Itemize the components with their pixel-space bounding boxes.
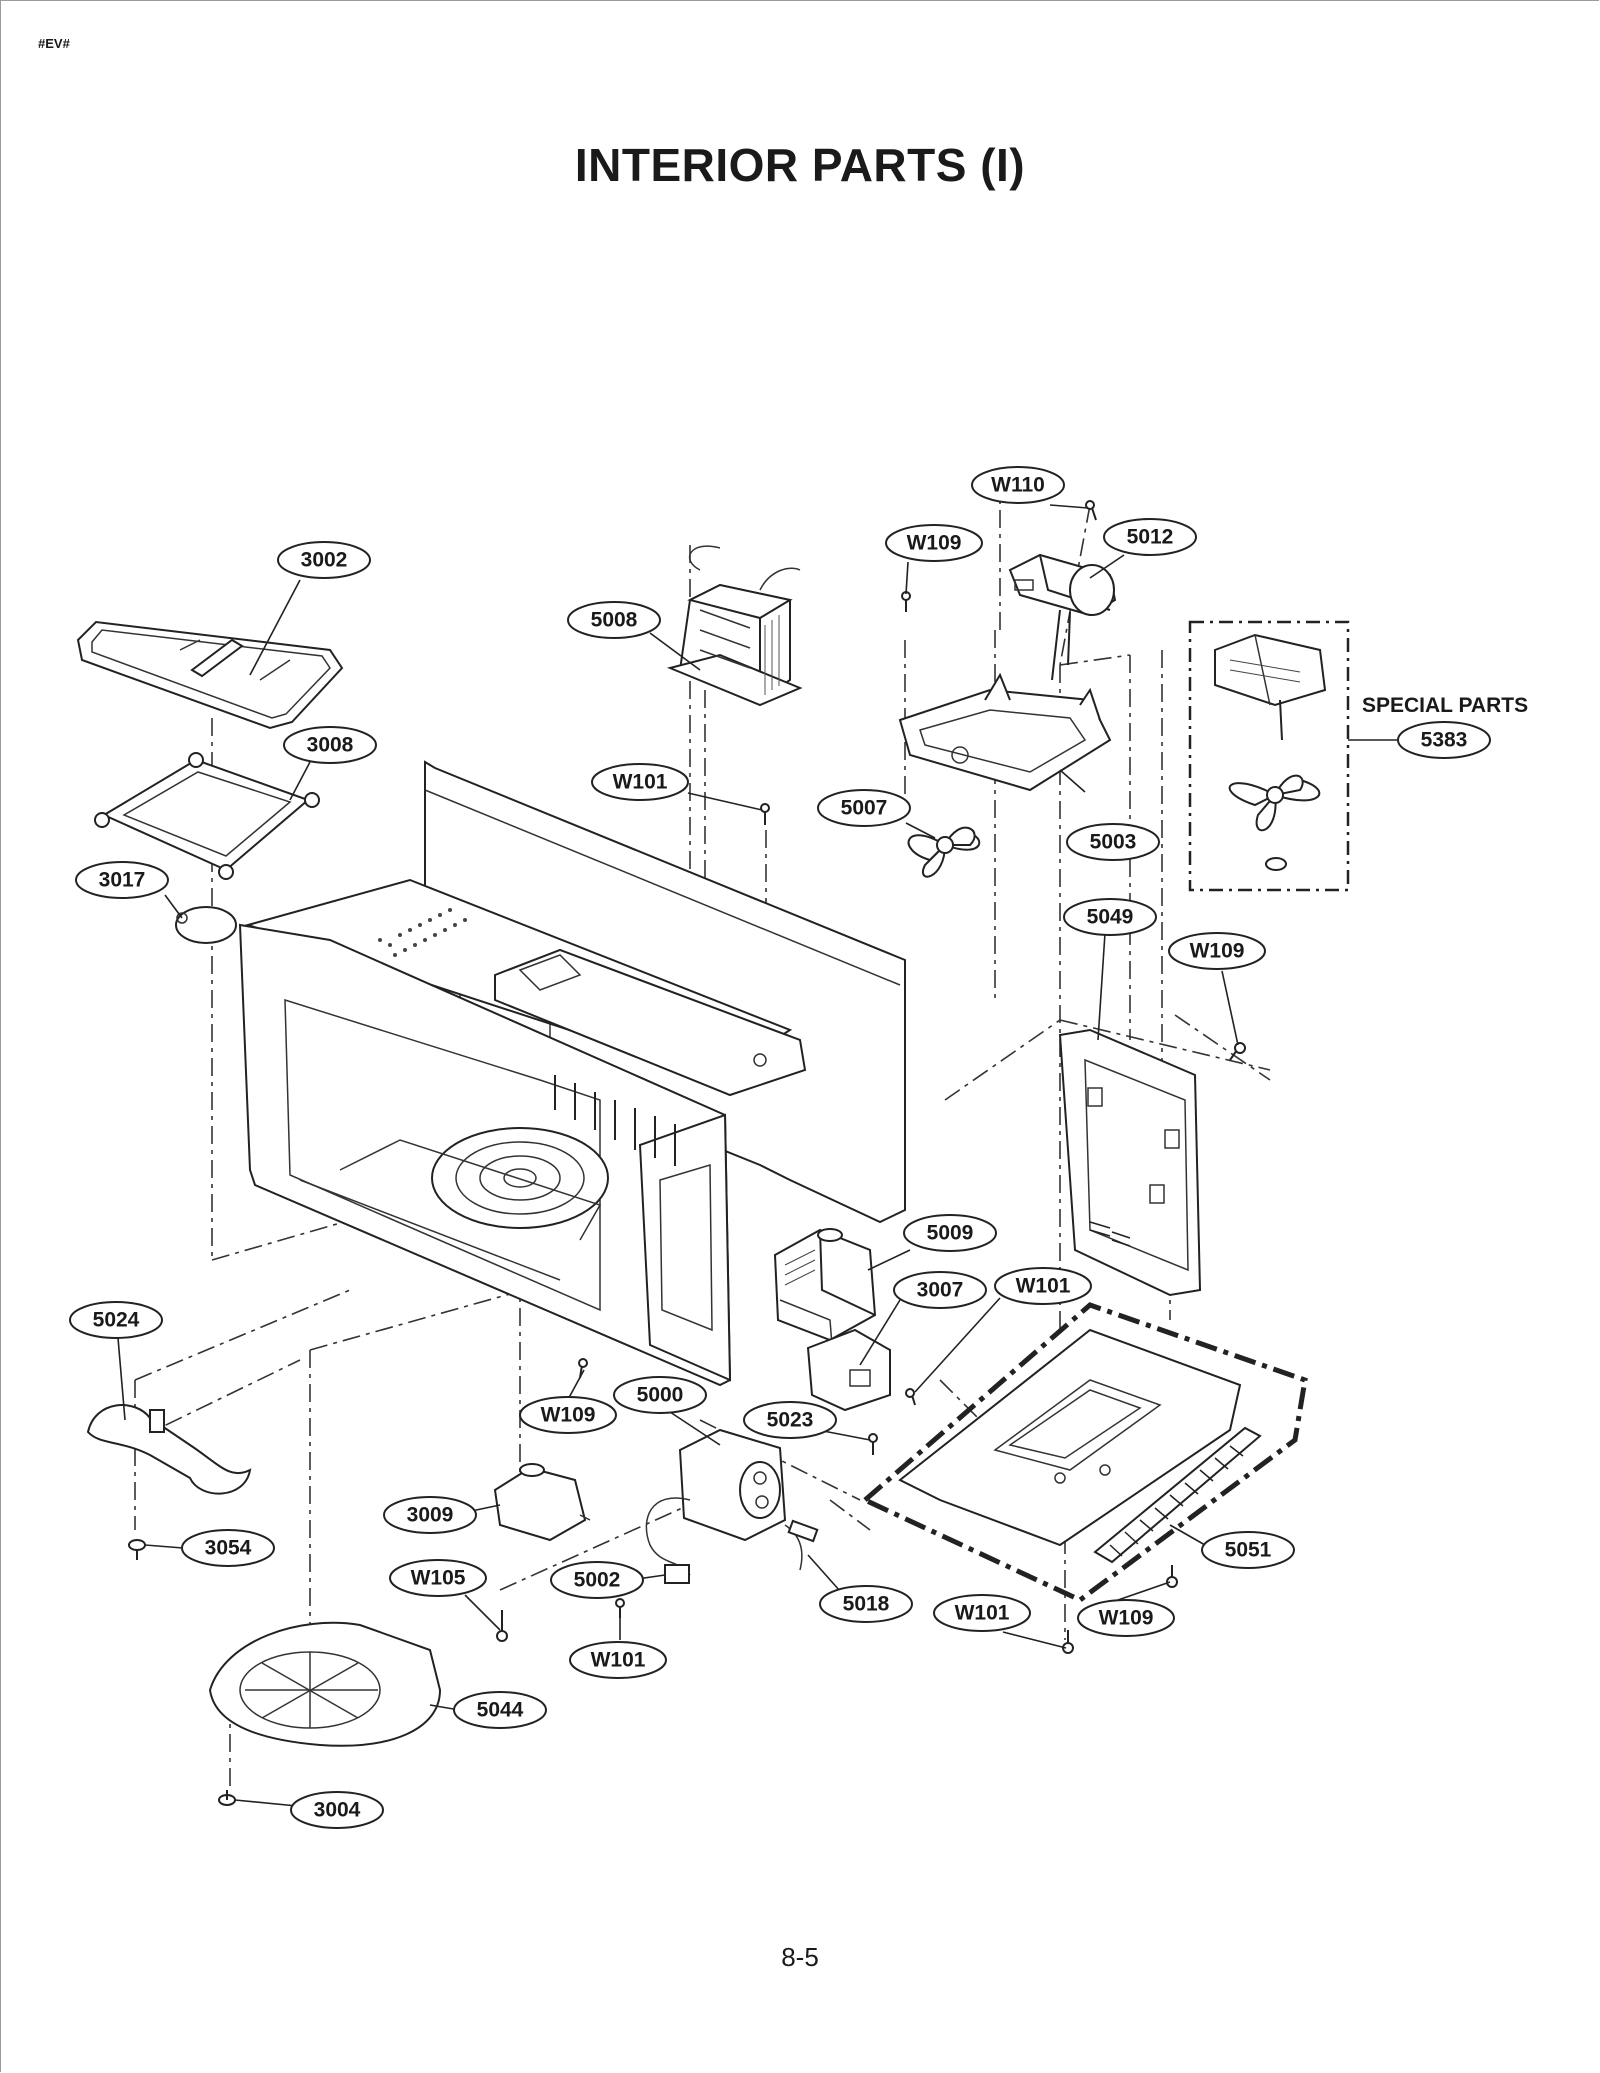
callout-5000: 5000 (613, 1376, 707, 1414)
callout-5024: 5024 (69, 1301, 163, 1339)
svg-text:5051: 5051 (1225, 1539, 1272, 1562)
fastener-3054 (128, 1539, 146, 1560)
special-parts-label: SPECIAL PARTS (1362, 694, 1528, 717)
callout-5002: 5002 (550, 1561, 644, 1599)
callout-5051: 5051 (1201, 1531, 1295, 1569)
callout-3002: 3002 (277, 541, 371, 579)
svg-text:W101: W101 (1016, 1275, 1071, 1298)
svg-text:5008: 5008 (591, 609, 638, 632)
callout-3017: 3017 (75, 861, 169, 899)
callout-w101-a: W101 (591, 763, 689, 801)
callout-5049: 5049 (1063, 898, 1157, 936)
special-parts-box: SPECIAL PARTS (1188, 620, 1528, 892)
callout-w101-b: W101 (994, 1267, 1092, 1305)
svg-text:W109: W109 (1190, 940, 1245, 963)
vent-grid-left (378, 908, 467, 957)
svg-text:W101: W101 (613, 771, 668, 794)
callout-5008: 5008 (567, 601, 661, 639)
callout-5044: 5044 (453, 1691, 547, 1729)
callout-5012: 5012 (1103, 518, 1197, 556)
transformer-5008 (666, 545, 803, 707)
svg-text:5009: 5009 (927, 1222, 974, 1245)
callout-5007: 5007 (817, 789, 911, 827)
turntable-motor-3009 (493, 1463, 591, 1542)
bracket-3007 (806, 1328, 891, 1412)
roller-ring-3008 (94, 752, 320, 880)
capacitor-5000 (678, 1428, 787, 1542)
callout-w109-b: W109 (1168, 932, 1266, 970)
svg-text:W110: W110 (991, 474, 1045, 497)
motor-bracket-5003 (898, 672, 1112, 792)
svg-text:3007: 3007 (917, 1279, 964, 1302)
svg-text:W109: W109 (907, 532, 962, 555)
bottom-cover-5044 (208, 1621, 442, 1747)
svg-text:5018: 5018 (843, 1593, 890, 1616)
svg-text:3008: 3008 (307, 734, 354, 757)
callout-3009: 3009 (383, 1496, 477, 1534)
callouts: 3002 3008 3017 5008 W101 W109 W110 5012 … (69, 466, 1491, 1829)
base-plate-assembly (860, 1302, 1308, 1603)
svg-text:5012: 5012 (1127, 526, 1174, 549)
svg-text:3002: 3002 (301, 549, 348, 572)
callout-w105: W105 (389, 1559, 487, 1597)
diode-5002 (645, 1497, 691, 1584)
header-code: #EV# (38, 36, 70, 51)
page-number: 8-5 (781, 1942, 819, 1972)
callout-5018: 5018 (819, 1585, 913, 1623)
screws (496, 500, 1246, 1654)
callout-w109-d: W109 (1077, 1599, 1175, 1637)
callout-3008: 3008 (283, 726, 377, 764)
svg-text:5383: 5383 (1421, 729, 1468, 752)
svg-text:5002: 5002 (574, 1569, 621, 1592)
fuse-5018 (784, 1519, 819, 1571)
callout-5003: 5003 (1066, 823, 1160, 861)
callout-5383: 5383 (1397, 721, 1491, 759)
callout-w101-c: W101 (933, 1594, 1031, 1632)
fan-blade-5007 (907, 826, 981, 878)
callout-3054: 3054 (181, 1529, 275, 1567)
callout-leader-lines (117, 504, 1446, 1807)
svg-text:5049: 5049 (1087, 906, 1134, 929)
callout-5009: 5009 (903, 1214, 997, 1252)
coupler-3017 (175, 906, 237, 944)
svg-text:3004: 3004 (314, 1799, 361, 1822)
svg-text:5023: 5023 (767, 1409, 814, 1432)
vent-slots-side (554, 1075, 676, 1166)
filter-strip-5051 (1093, 1426, 1262, 1564)
svg-text:W109: W109 (541, 1404, 596, 1427)
magnetron-5009 (773, 1228, 877, 1346)
svg-text:5044: 5044 (477, 1699, 524, 1722)
callout-3004: 3004 (290, 1791, 384, 1829)
callout-w110: W110 (971, 466, 1065, 504)
callout-5023: 5023 (743, 1401, 837, 1439)
glass-tray-3002 (76, 620, 344, 730)
svg-text:W101: W101 (955, 1602, 1010, 1625)
svg-text:5003: 5003 (1090, 831, 1137, 854)
callout-w109-a: W109 (885, 524, 983, 562)
svg-text:5024: 5024 (93, 1309, 140, 1332)
fan-motor-5012 (1008, 553, 1117, 681)
callout-3007: 3007 (893, 1271, 987, 1309)
svg-text:3017: 3017 (99, 869, 146, 892)
svg-text:W101: W101 (591, 1649, 646, 1672)
svg-text:5000: 5000 (637, 1384, 684, 1407)
fastener-3004 (218, 1790, 236, 1806)
svg-text:3054: 3054 (205, 1537, 252, 1560)
svg-text:3009: 3009 (407, 1504, 454, 1527)
svg-text:5007: 5007 (841, 797, 888, 820)
page-title: INTERIOR PARTS (I) (574, 139, 1026, 191)
stirrer-5024 (86, 1404, 252, 1495)
oven-cavity-main (238, 760, 906, 1387)
callout-w101-d: W101 (569, 1641, 667, 1679)
callout-w109-c: W109 (519, 1396, 617, 1434)
svg-text:W105: W105 (411, 1567, 466, 1590)
side-plate-5049 (1058, 1028, 1202, 1297)
svg-text:W109: W109 (1099, 1607, 1154, 1630)
